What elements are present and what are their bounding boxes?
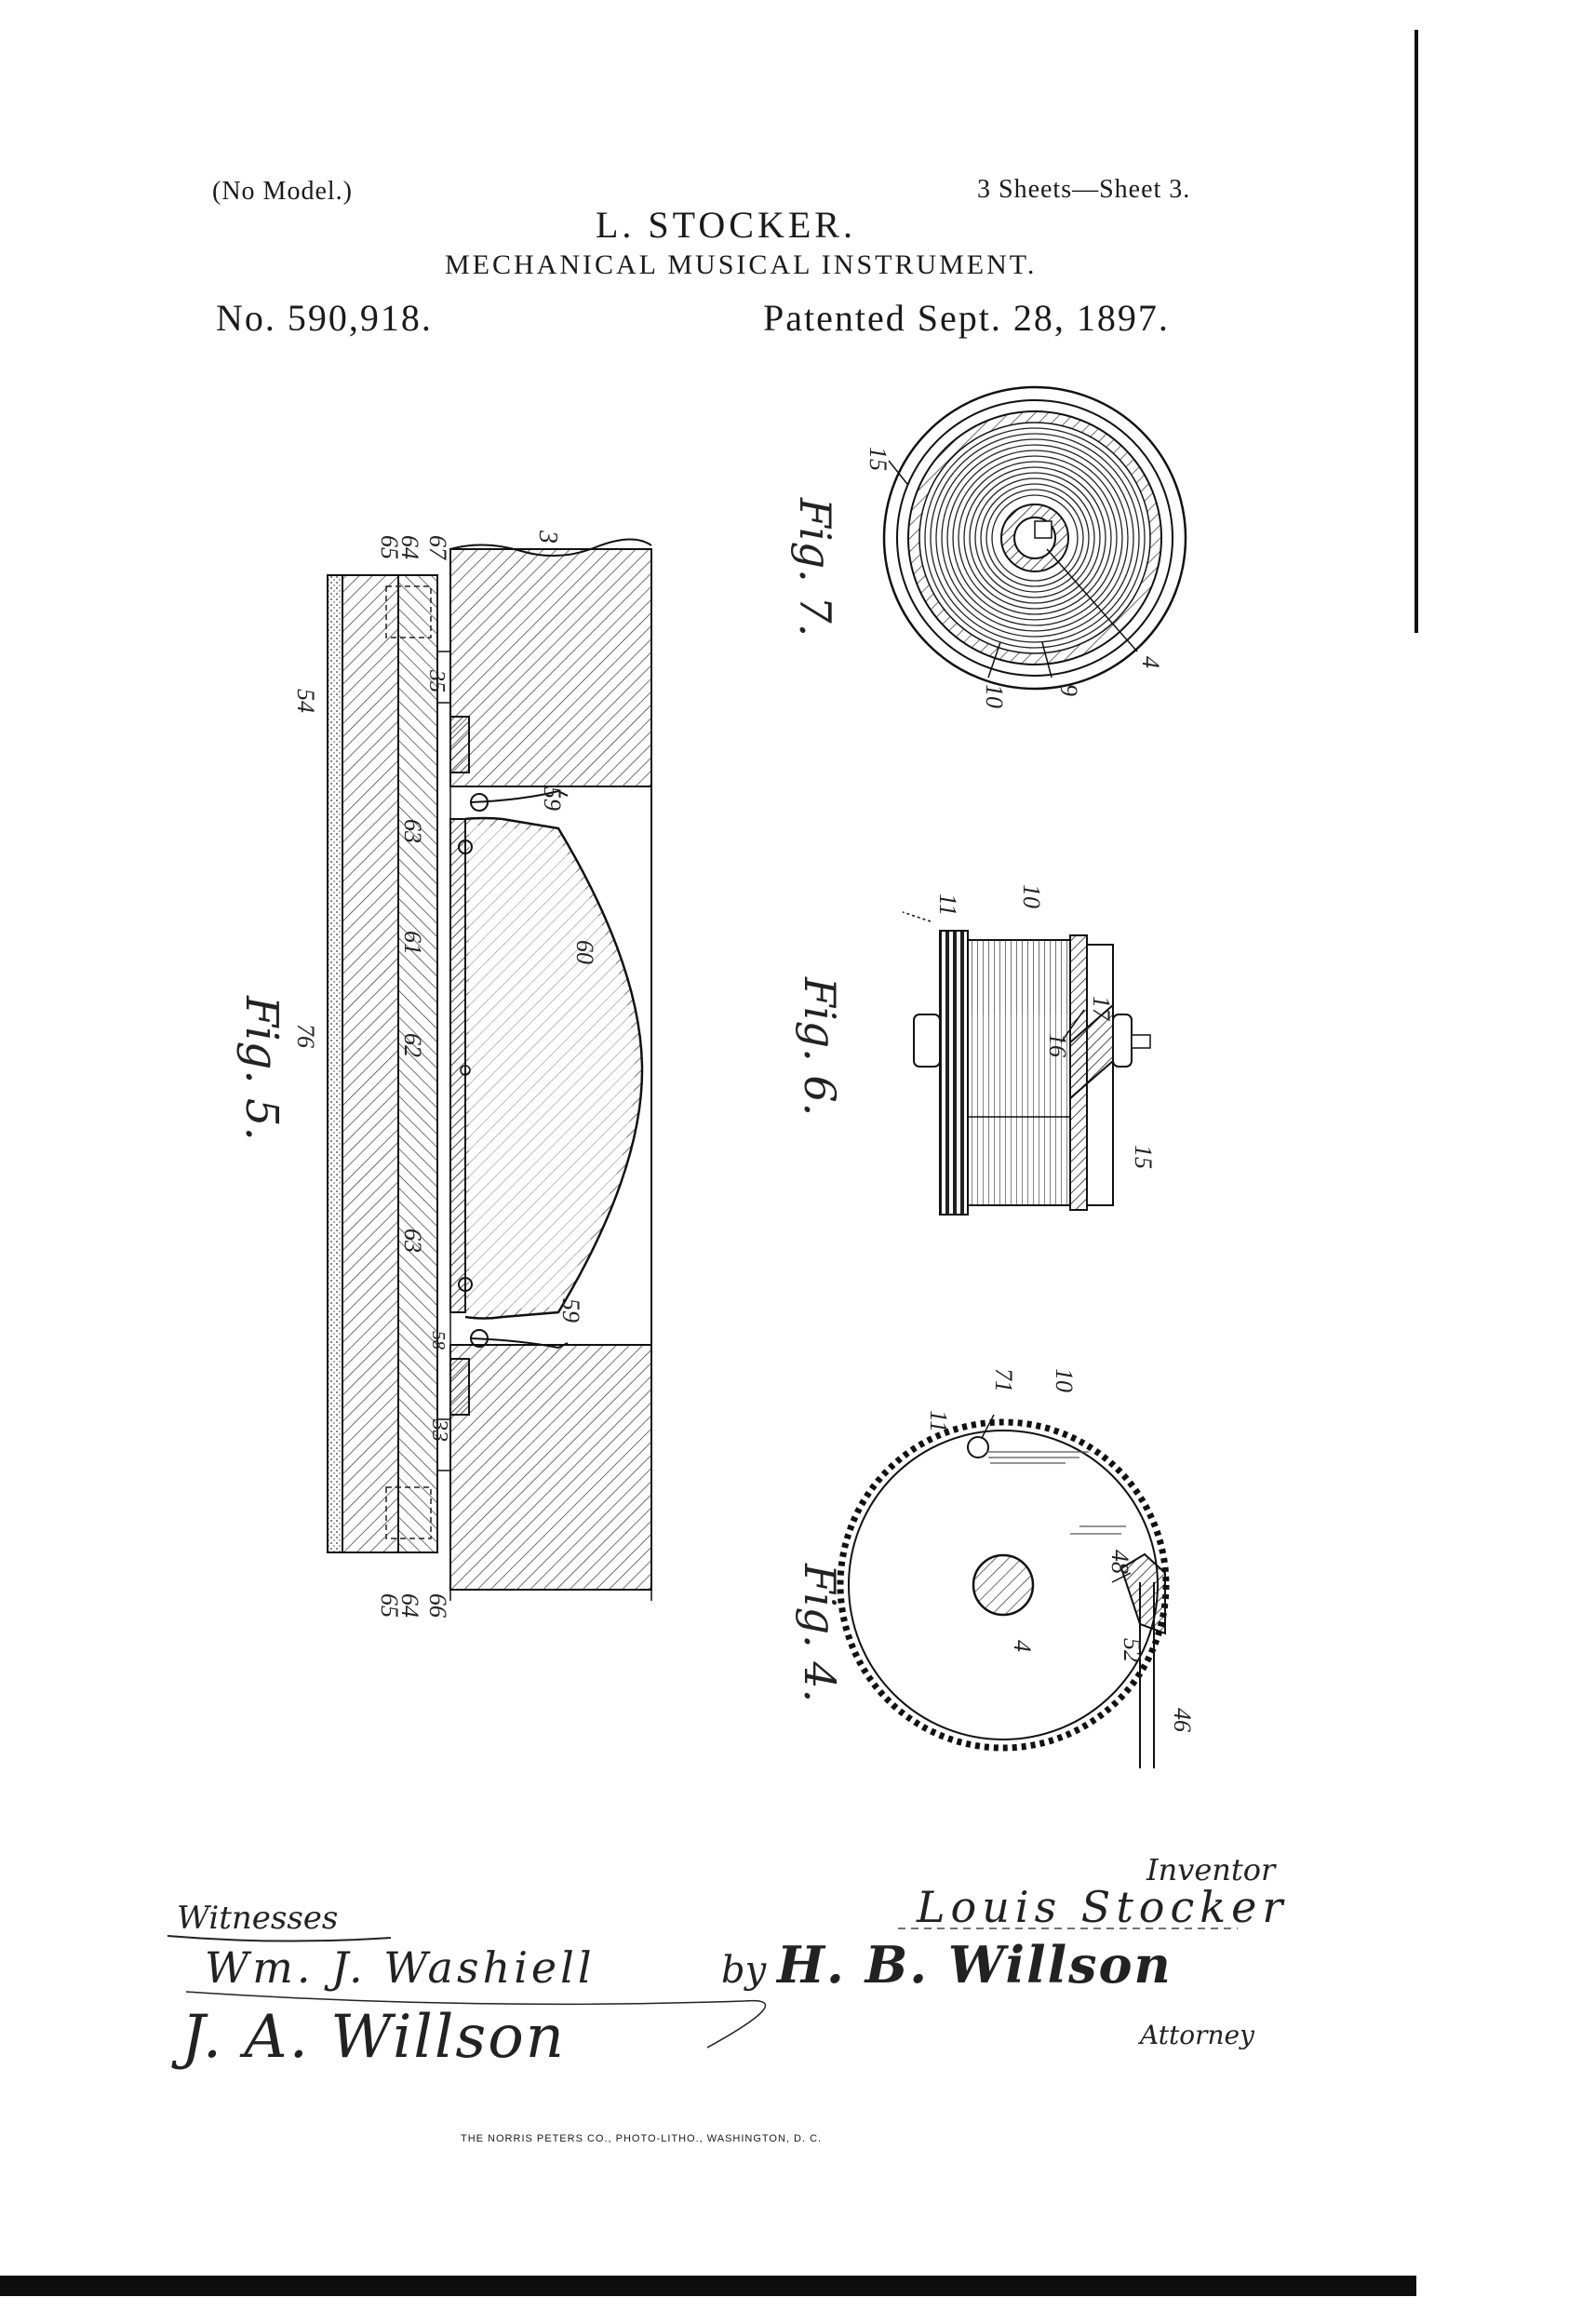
by-label: by — [721, 1949, 768, 1992]
ref-label: 61 — [399, 931, 426, 955]
figure-4-labels: 71 10 11 48 4 52 46 Fig. 4. — [795, 1368, 1196, 1732]
ref-label: 10 — [1018, 884, 1045, 908]
ref-label: 58 — [428, 1331, 449, 1350]
figure-5-drawing — [327, 538, 652, 1601]
witness-1-signature: Wm. J. Washiell — [205, 1942, 596, 1993]
figure-5-title: Fig. 5. — [235, 995, 288, 1141]
ref-label: 46 — [1169, 1708, 1196, 1732]
ref-label: 66 — [424, 1593, 451, 1618]
ref-label: 10 — [1051, 1368, 1078, 1392]
no-model-note: (No Model.) — [212, 177, 353, 206]
figure-7-labels: 15 4 9 10 Fig. 7. — [790, 447, 1164, 708]
ref-label: 33 — [427, 1418, 451, 1442]
inventor-signature: Louis Stocker — [916, 1882, 1288, 1932]
witnesses-heading: Witnesses — [177, 1900, 338, 1937]
ref-label: 60 — [571, 940, 598, 964]
patent-title: MECHANICAL MUSICAL INSTRUMENT. — [445, 249, 1038, 280]
witnesses-flourish — [167, 1935, 392, 1942]
ref-label: 11 — [925, 1410, 952, 1432]
ref-label: 54 — [292, 689, 319, 713]
attorney-heading: Attorney — [1137, 2020, 1255, 2050]
printer-imprint: THE NORRIS PETERS CO., PHOTO-LITHO., WAS… — [461, 2133, 823, 2144]
ref-label: 65 — [376, 535, 403, 559]
ref-label: 17 — [1088, 996, 1115, 1021]
ref-label: 4 — [1009, 1640, 1036, 1652]
figure-6-title: Fig. 6. — [795, 976, 845, 1116]
inventor-name-heading: L. STOCKER. — [596, 204, 856, 246]
witness-2-signature: J. A. Willson — [171, 2003, 566, 2072]
ref-label: 62 — [399, 1033, 426, 1057]
attorney-signature: H. B. Willson — [775, 1935, 1173, 1995]
ref-label: 59 — [557, 1298, 584, 1323]
sheet-indicator: 3 Sheets—Sheet 3. — [977, 175, 1191, 204]
signature-block: Inventor Louis Stocker by H. B. Willson … — [167, 1852, 1288, 2072]
figure-4-drawing — [837, 1414, 1170, 1768]
ref-label: 76 — [292, 1024, 319, 1048]
ref-label: 10 — [981, 684, 1008, 708]
ref-label: 63 — [399, 819, 426, 843]
patent-number: No. 590,918. — [216, 297, 433, 339]
ref-label: 3 — [533, 530, 562, 544]
ref-label: 15 — [865, 447, 892, 471]
ref-label: 48 — [1106, 1550, 1133, 1574]
inventor-heading: Inventor — [1146, 1852, 1277, 1887]
ref-label: 63 — [399, 1229, 426, 1253]
figure-5-labels: 65 64 67 3 54 35 59 63 61 62 60 76 63 58… — [235, 530, 598, 1618]
bottom-border — [0, 2276, 1416, 2296]
ref-label: 9 — [1055, 684, 1082, 696]
ref-label: 64 — [396, 535, 423, 559]
figure-6-drawing — [902, 911, 1151, 1216]
ref-label: 52 — [1119, 1638, 1146, 1662]
ref-label: 64 — [396, 1593, 423, 1618]
ref-label: 65 — [376, 1593, 403, 1618]
figure-7-title: Fig. 7. — [790, 497, 840, 637]
ref-label: 71 — [990, 1368, 1017, 1392]
patent-date: Patented Sept. 28, 1897. — [763, 297, 1170, 339]
ref-label: 11 — [934, 893, 961, 916]
ref-label: 35 — [424, 669, 449, 692]
ref-label: 59 — [539, 786, 566, 811]
ref-label: 16 — [1044, 1033, 1071, 1057]
figure-6-labels: 11 10 17 16 15 Fig. 6. — [795, 884, 1157, 1169]
figure-4-title: Fig. 4. — [795, 1563, 845, 1702]
ref-label: 67 — [424, 535, 451, 560]
figure-7-drawing — [882, 385, 1187, 691]
ref-label: 4 — [1137, 656, 1164, 668]
witness-1-underline — [185, 1991, 766, 2049]
ref-label: 15 — [1130, 1145, 1157, 1169]
